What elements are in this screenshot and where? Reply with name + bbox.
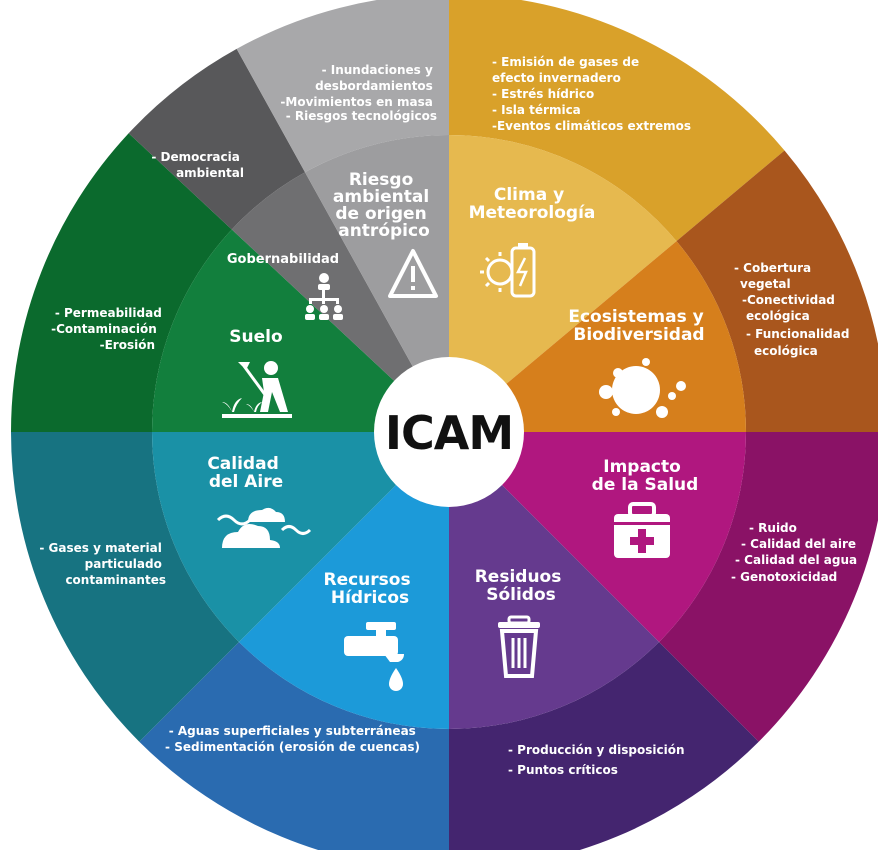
- hierarchy-icon: [305, 273, 343, 320]
- segment-title-hidricos-line: Recursos: [323, 570, 410, 590]
- segment-title-riesgo-line: de origen: [335, 204, 426, 224]
- segment-title-riesgo-line: antrópico: [338, 221, 430, 241]
- detail-line: -Eventos climáticos extremos: [492, 119, 691, 133]
- wedge-inner-aire: [152, 432, 397, 643]
- detail-line: ambiental: [176, 166, 244, 180]
- details-riesgo: - Inundaciones y desbordamientos -Movimi…: [280, 63, 437, 123]
- details-clima: - Emisión de gases de efecto invernadero…: [492, 55, 691, 133]
- detail-line: - Isla térmica: [492, 103, 581, 117]
- details-gobernabilidad: - Democracia ambiental: [151, 150, 244, 180]
- wedge-outer-clima: [449, 0, 785, 242]
- segment-title-riesgo: Riesgo ambiental de origen antrópico: [333, 170, 435, 241]
- segment-title-salud: Impacto de la Salud: [592, 457, 699, 495]
- farmer-icon: [222, 361, 292, 418]
- detail-line: - Democracia: [151, 150, 239, 164]
- segment-title-residuos-line: Sólidos: [486, 585, 556, 605]
- segment-title-gobernabilidad: Gobernabilidad: [227, 252, 339, 267]
- detail-line: - Gases y material: [39, 541, 161, 555]
- segment-title-clima-line: Meteorología: [469, 203, 596, 223]
- detail-line: contaminantes: [65, 573, 166, 587]
- trash-can-icon: [498, 615, 540, 678]
- wedge-outer-gobernabilidad: [128, 48, 306, 230]
- planet-icon: [599, 358, 686, 418]
- detail-line: - Sedimentación (erosión de cuencas): [165, 740, 420, 754]
- wedge-outer-ecosistemas: [676, 150, 878, 432]
- details-ecosistemas: - Cobertura vegetal -Conectividad ecológ…: [734, 261, 854, 358]
- segment-title-residuos-line: Residuos: [475, 567, 562, 587]
- wedge-outer-hidricos: [139, 642, 449, 850]
- segment-title-aire: Calidad del Aire: [207, 454, 284, 492]
- detail-line: - Estrés hídrico: [492, 87, 594, 101]
- detail-line: - Riesgos tecnológicos: [286, 109, 437, 123]
- wedge-outer-riesgo: [236, 0, 449, 173]
- details-residuos: - Producción y disposición - Puntos crít…: [508, 743, 689, 777]
- segment-title-ecosistemas-line: Ecosistemas y: [568, 307, 703, 327]
- segment-title-gobernabilidad-line: Gobernabilidad: [227, 252, 339, 267]
- detail-line: - Calidad del aire: [741, 537, 856, 551]
- segment-title-suelo-line: Suelo: [229, 327, 282, 347]
- wedge-inner-ecosistemas: [505, 241, 746, 432]
- warning-icon: [388, 249, 438, 298]
- wedge-inner-hidricos: [238, 484, 449, 729]
- detail-line: vegetal: [740, 277, 791, 291]
- detail-line: - Funcionalidad: [746, 327, 849, 341]
- wedge-outer-aire: [11, 432, 239, 742]
- detail-line: - Permeabilidad: [55, 306, 162, 320]
- segment-title-clima: Clima y Meteorología: [469, 185, 596, 223]
- details-aire: - Gases y material particulado contamina…: [39, 541, 166, 587]
- wedge-outer-residuos: [449, 642, 759, 850]
- details-suelo: - Permeabilidad -Contaminación -Erosión: [51, 306, 166, 352]
- wedge-inner-residuos: [449, 484, 660, 729]
- segment-title-hidricos: Recursos Hídricos: [323, 570, 416, 608]
- detail-line: ecológica: [754, 344, 818, 358]
- segment-title-hidricos-line: Hídricos: [331, 588, 409, 608]
- detail-line: -Contaminación: [51, 322, 157, 336]
- details-salud: - Ruido - Calidad del aire - Calidad del…: [731, 521, 861, 584]
- water-tap-icon: [344, 622, 404, 691]
- detail-line: ecológica: [746, 309, 810, 323]
- detail-line: desbordamientos: [315, 79, 433, 93]
- detail-line: - Cobertura: [734, 261, 811, 275]
- center-label: ICAM: [385, 406, 513, 460]
- segment-title-clima-line: Clima y: [494, 185, 564, 205]
- wedge-inner-riesgo: [305, 135, 449, 368]
- segment-title-suelo: Suelo: [229, 327, 282, 347]
- detail-line: - Inundaciones y: [322, 63, 433, 77]
- detail-line: - Aguas superficiales y subterráneas: [169, 724, 416, 738]
- battery-sun-icon: [480, 243, 536, 298]
- segment-title-riesgo-line: ambiental: [333, 187, 429, 207]
- clouds-wind-icon: [216, 507, 312, 548]
- segment-title-salud-line: de la Salud: [592, 475, 699, 495]
- detail-line: -Erosión: [100, 338, 155, 352]
- detail-line: -Movimientos en masa: [280, 95, 432, 109]
- detail-line: - Genotoxicidad: [731, 570, 837, 584]
- detail-line: - Calidad del agua: [735, 553, 857, 567]
- segment-title-ecosistemas-line: Biodiversidad: [573, 325, 704, 345]
- segment-title-riesgo-line: Riesgo: [349, 170, 413, 190]
- segment-title-aire-line: Calidad: [207, 454, 278, 474]
- detail-line: particulado: [85, 557, 162, 571]
- segment-title-ecosistemas: Ecosistemas y Biodiversidad: [568, 307, 709, 345]
- segment-title-residuos: Residuos Sólidos: [475, 567, 568, 605]
- detail-line: efecto invernadero: [492, 71, 621, 85]
- details-hidricos: - Aguas superficiales y subterráneas - S…: [165, 724, 420, 754]
- detail-line: -Conectividad: [742, 293, 835, 307]
- segment-title-salud-line: Impacto: [603, 457, 681, 477]
- wedge-inner-clima: [449, 135, 677, 385]
- detail-line: - Ruido: [749, 521, 797, 535]
- detail-line: - Emisión de gases de: [492, 55, 639, 69]
- wedge-outer-suelo: [11, 133, 232, 432]
- center-circle: [374, 357, 524, 507]
- wedge-inner-suelo: [152, 229, 395, 432]
- detail-line: - Producción y disposición: [508, 743, 685, 757]
- wedge-outer-salud: [659, 432, 878, 742]
- first-aid-kit-icon: [614, 502, 670, 558]
- segment-title-aire-line: del Aire: [209, 472, 283, 492]
- detail-line: - Puntos críticos: [508, 763, 618, 777]
